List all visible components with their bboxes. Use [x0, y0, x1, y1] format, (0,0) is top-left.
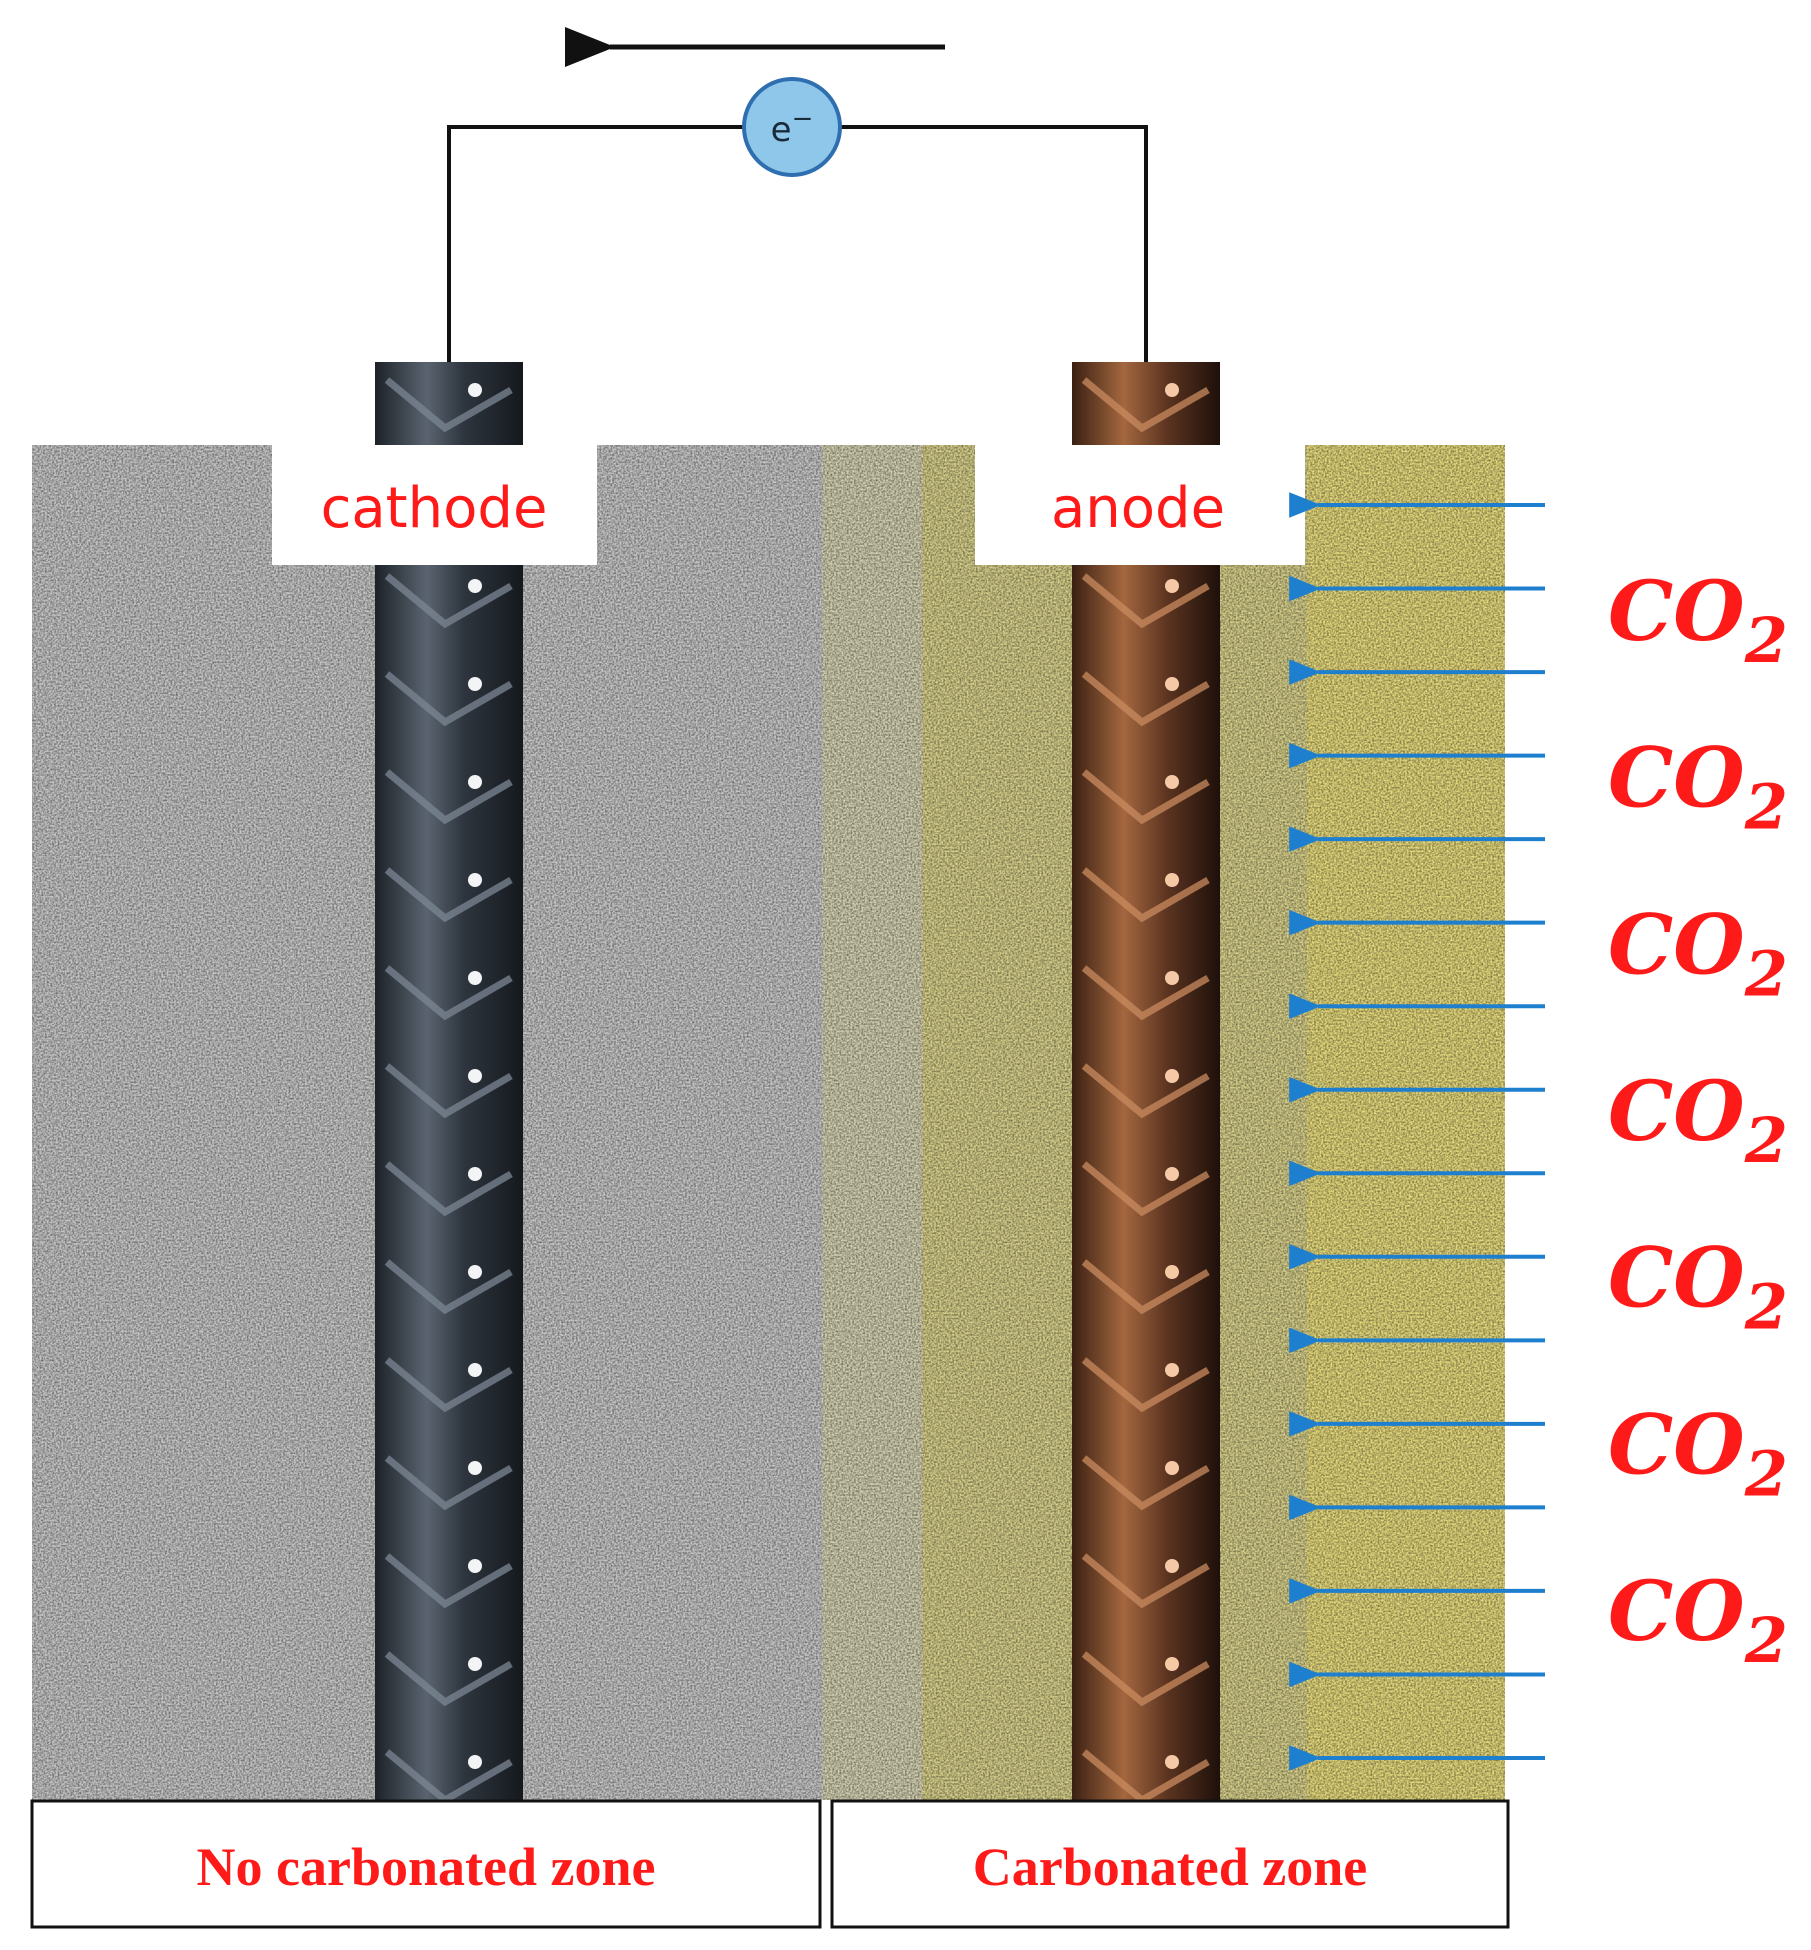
- rebar-rib: [1081, 1357, 1210, 1413]
- rebar-rib: [384, 1651, 513, 1707]
- rebar-highlight: [1165, 971, 1179, 985]
- anode-rebar: [1072, 362, 1220, 1805]
- rebar-highlight: [468, 677, 482, 691]
- rebar-highlight: [1165, 579, 1179, 593]
- co2-label: CO2: [1608, 1064, 1788, 1177]
- rebar-highlight: [1165, 1265, 1179, 1279]
- co2-label: CO2: [1608, 1231, 1788, 1344]
- rebar-highlight: [1165, 1657, 1179, 1671]
- rebar-rib: [1081, 671, 1210, 727]
- rebar-highlight: [468, 971, 482, 985]
- rebar-highlight: [468, 1461, 482, 1475]
- carbonated-zone-label: Carbonated zone: [973, 1837, 1367, 1897]
- rebar-highlight: [1165, 1755, 1179, 1769]
- rebar-highlight: [1165, 775, 1179, 789]
- rebar-highlight: [468, 1265, 482, 1279]
- concrete-speckle: [32, 445, 1505, 1800]
- cathode-rebar: [375, 362, 523, 1805]
- rebar-rib: [384, 769, 513, 825]
- rebar-highlight: [468, 383, 482, 397]
- rebar-highlight: [1165, 873, 1179, 887]
- rebar-rib: [1081, 1063, 1210, 1119]
- rebar-highlight: [468, 1069, 482, 1083]
- co2-label: CO2: [1608, 1564, 1788, 1677]
- rebar-rib: [384, 671, 513, 727]
- co2-label: CO2: [1608, 897, 1788, 1010]
- rebar-rib: [384, 867, 513, 923]
- no-carbonated-zone-caption: No carbonated zone: [30, 1799, 822, 1929]
- rebar-highlight: [1165, 1069, 1179, 1083]
- cathode-label-box: cathode: [272, 445, 597, 565]
- electron-charge: −: [792, 104, 814, 134]
- rebar-highlight: [468, 1755, 482, 1769]
- rebar-highlight: [468, 579, 482, 593]
- co2-arrows: [1289, 492, 1545, 1771]
- rebar-rib: [384, 1553, 513, 1609]
- rebar-highlight: [1165, 383, 1179, 397]
- rebar-rib: [1081, 867, 1210, 923]
- rebar-highlight: [1165, 677, 1179, 691]
- rebar-rib: [1081, 377, 1210, 433]
- concrete-block: [32, 445, 1505, 1800]
- rebar-rib: [1081, 769, 1210, 825]
- rebar-rib: [1081, 965, 1210, 1021]
- carbonated-zone-caption: Carbonated zone: [830, 1799, 1510, 1929]
- rebar-rib: [384, 573, 513, 629]
- rebar-rib: [1081, 573, 1210, 629]
- co2-label: CO2: [1608, 731, 1788, 844]
- rebar-highlight: [1165, 1363, 1179, 1377]
- svg-text:e−: e−: [771, 104, 814, 150]
- co2-label: CO2: [1608, 1397, 1788, 1510]
- cathode-label: cathode: [321, 476, 548, 541]
- rebar-rib: [1081, 1161, 1210, 1217]
- rebar-rib: [1081, 1651, 1210, 1707]
- rebar-highlight: [468, 1559, 482, 1573]
- rebar-highlight: [1165, 1559, 1179, 1573]
- rebar-rib: [384, 1161, 513, 1217]
- rebar-rib: [1081, 1259, 1210, 1315]
- rebar-rib: [384, 1063, 513, 1119]
- rebar-rib: [1081, 1455, 1210, 1511]
- rebar-rib: [384, 377, 513, 433]
- rebar-highlight: [1165, 1167, 1179, 1181]
- electron-symbol: e−: [742, 77, 842, 177]
- rebar-rib: [384, 1357, 513, 1413]
- rebar-highlight: [468, 1657, 482, 1671]
- no-carbonated-zone-label: No carbonated zone: [197, 1837, 656, 1897]
- rebar-highlight: [468, 775, 482, 789]
- electron-label: e: [771, 110, 792, 150]
- rebar-highlight: [468, 1167, 482, 1181]
- anode-label-box: anode: [975, 445, 1305, 565]
- rebar-rib: [384, 1259, 513, 1315]
- rebar-rib: [384, 1455, 513, 1511]
- rebar-rib: [1081, 1553, 1210, 1609]
- rebar-highlight: [1165, 1461, 1179, 1475]
- co2-label: CO2: [1608, 564, 1788, 677]
- rebar-rib: [384, 965, 513, 1021]
- rebar-highlight: [468, 873, 482, 887]
- anode-label: anode: [1051, 476, 1225, 541]
- rebar-highlight: [468, 1363, 482, 1377]
